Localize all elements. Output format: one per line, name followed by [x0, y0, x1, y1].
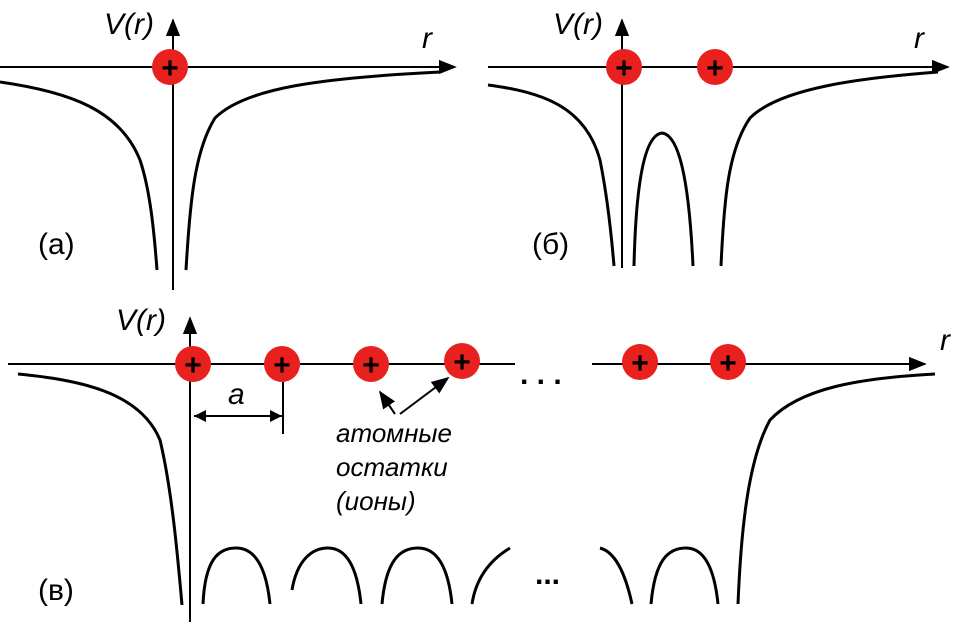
annotation-arrow-2 — [399, 376, 450, 415]
ion-plus: + — [161, 52, 179, 85]
ion-plus: + — [631, 347, 649, 380]
ion-plus: + — [184, 349, 202, 382]
panel-b-potential-right — [719, 70, 939, 267]
panel-b-potential-left — [487, 83, 616, 267]
panel-a-ion: + — [152, 49, 188, 85]
panel-c-ion-1: + — [175, 346, 211, 382]
panel-c-x-label: r — [940, 324, 951, 357]
panel-a-label: (а) — [38, 228, 75, 261]
panel-c-label: (в) — [38, 574, 74, 607]
panel-c: + + + + + + a . . . ... — [8, 304, 951, 622]
panel-b-ion-2: + — [697, 49, 733, 85]
panel-b: + + V(r) r (б) — [487, 8, 950, 268]
annotation-line-2: остатки — [336, 452, 448, 482]
spacing-arrowhead-right — [270, 410, 282, 422]
panel-b-x-label: r — [914, 22, 925, 55]
panel-c-well-1 — [201, 546, 272, 605]
panel-a-potential-left — [0, 80, 159, 271]
panel-b-ion-1: + — [606, 49, 642, 85]
spacing-arrowhead-left — [194, 410, 206, 422]
ion-plus: + — [706, 52, 724, 85]
panel-c-potential-left — [17, 372, 184, 606]
panel-c-well-4 — [470, 546, 511, 605]
panel-c-ion-4: + — [444, 343, 480, 379]
panel-c-well-2 — [290, 546, 363, 605]
panel-c-well-6 — [649, 546, 720, 605]
panel-c-potential-right — [736, 372, 936, 605]
ion-plus: + — [615, 52, 633, 85]
panel-c-ion-3: + — [353, 346, 389, 382]
panel-b-label: (б) — [532, 228, 569, 261]
spacing-label: a — [228, 378, 245, 411]
panel-c-y-label: V(r) — [116, 304, 166, 337]
panel-b-y-label: V(r) — [553, 8, 603, 41]
annotation-arrow-1 — [378, 390, 396, 415]
panel-c-well-3 — [380, 546, 454, 605]
panel-a-x-label: r — [422, 22, 433, 55]
ion-plus: + — [273, 349, 291, 382]
ion-plus: + — [719, 347, 737, 380]
panel-a-y-label: V(r) — [104, 8, 154, 41]
annotation-line-3: (ионы) — [336, 486, 416, 516]
panel-c-ion-5: + — [622, 344, 658, 380]
panel-c-well-5 — [599, 546, 634, 605]
wells-ellipsis: ... — [535, 558, 560, 591]
panel-c-ion-6: + — [710, 344, 746, 380]
ion-plus: + — [453, 346, 471, 379]
panel-a-potential-right — [184, 70, 441, 271]
ion-plus: + — [362, 349, 380, 382]
panel-c-ion-2: + — [264, 346, 300, 382]
panel-b-potential-middle — [632, 131, 695, 267]
annotation-line-1: атомные — [336, 418, 452, 448]
panel-a: + V(r) r (а) — [0, 8, 457, 290]
axis-ellipsis: . . . — [520, 358, 562, 391]
